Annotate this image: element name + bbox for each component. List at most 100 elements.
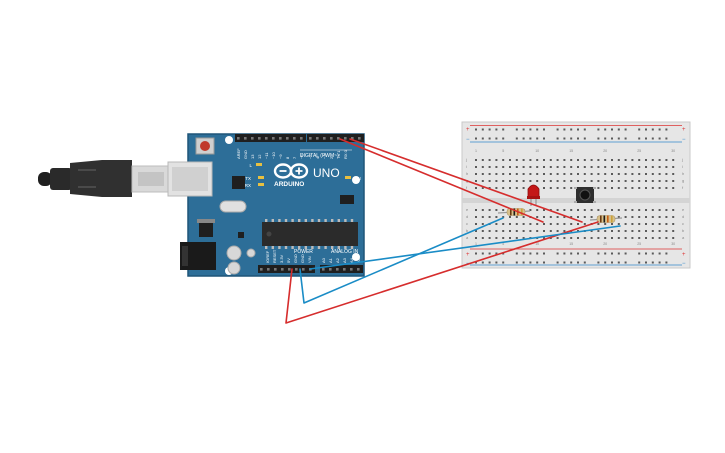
rail-hole[interactable]	[577, 128, 579, 131]
digital-pin[interactable]	[337, 137, 340, 140]
terminal-hole[interactable]	[563, 187, 566, 189]
terminal-hole[interactable]	[556, 187, 559, 189]
terminal-hole[interactable]	[617, 187, 620, 189]
terminal-hole[interactable]	[665, 187, 668, 189]
terminal-hole[interactable]	[672, 237, 675, 239]
terminal-hole[interactable]	[611, 166, 613, 168]
rail-hole[interactable]	[583, 137, 586, 140]
terminal-hole[interactable]	[638, 173, 641, 175]
terminal-hole[interactable]	[502, 173, 505, 175]
rail-hole[interactable]	[529, 261, 532, 264]
terminal-hole[interactable]	[556, 173, 559, 175]
terminal-hole[interactable]	[651, 216, 654, 218]
terminal-hole[interactable]	[522, 159, 525, 161]
rail-hole[interactable]	[475, 252, 477, 255]
terminal-hole[interactable]	[651, 223, 654, 225]
terminal-hole[interactable]	[597, 223, 600, 225]
terminal-hole[interactable]	[563, 223, 566, 225]
rail-hole[interactable]	[638, 261, 641, 264]
terminal-hole[interactable]	[672, 173, 675, 175]
terminal-hole[interactable]	[522, 230, 525, 232]
rail-hole[interactable]	[597, 261, 600, 264]
terminal-hole[interactable]	[672, 166, 675, 168]
terminal-hole[interactable]	[624, 187, 627, 189]
rail-hole[interactable]	[617, 137, 620, 140]
terminal-hole[interactable]	[570, 209, 573, 211]
terminal-hole[interactable]	[583, 223, 586, 225]
terminal-hole[interactable]	[502, 166, 505, 168]
terminal-hole[interactable]	[563, 173, 566, 175]
terminal-hole[interactable]	[604, 237, 607, 239]
rail-hole[interactable]	[570, 261, 573, 264]
terminal-hole[interactable]	[515, 216, 518, 218]
terminal-hole[interactable]	[577, 209, 579, 211]
terminal-hole[interactable]	[611, 223, 613, 225]
rail-hole[interactable]	[604, 137, 607, 140]
terminal-hole[interactable]	[577, 223, 579, 225]
terminal-hole[interactable]	[611, 180, 613, 182]
rail-hole[interactable]	[543, 261, 545, 264]
rail-hole[interactable]	[645, 137, 647, 140]
terminal-hole[interactable]	[515, 159, 518, 161]
terminal-hole[interactable]	[638, 216, 641, 218]
rail-hole[interactable]	[522, 252, 525, 255]
resistor-2[interactable]	[589, 215, 623, 223]
terminal-hole[interactable]	[651, 166, 654, 168]
terminal-hole[interactable]	[645, 180, 647, 182]
digital-pin[interactable]	[265, 137, 268, 140]
rail-hole[interactable]	[481, 252, 484, 255]
digital-pin[interactable]	[237, 137, 240, 140]
terminal-hole[interactable]	[638, 166, 641, 168]
rail-hole[interactable]	[563, 261, 566, 264]
terminal-hole[interactable]	[597, 209, 600, 211]
rail-hole[interactable]	[651, 252, 654, 255]
terminal-hole[interactable]	[665, 216, 668, 218]
power-header[interactable]	[258, 265, 315, 273]
terminal-hole[interactable]	[583, 216, 586, 218]
rail-hole[interactable]	[522, 137, 525, 140]
terminal-hole[interactable]	[604, 173, 607, 175]
terminal-hole[interactable]	[475, 166, 477, 168]
terminal-hole[interactable]	[522, 166, 525, 168]
rail-hole[interactable]	[488, 128, 491, 131]
terminal-hole[interactable]	[495, 216, 498, 218]
terminal-hole[interactable]	[515, 223, 518, 225]
terminal-hole[interactable]	[529, 223, 532, 225]
terminal-hole[interactable]	[597, 230, 600, 232]
terminal-hole[interactable]	[509, 180, 511, 182]
rail-hole[interactable]	[556, 252, 559, 255]
terminal-hole[interactable]	[631, 187, 634, 189]
rail-hole[interactable]	[556, 128, 559, 131]
terminal-hole[interactable]	[658, 187, 661, 189]
terminal-hole[interactable]	[502, 223, 505, 225]
digital-pin[interactable]	[258, 137, 261, 140]
terminal-hole[interactable]	[515, 180, 518, 182]
terminal-hole[interactable]	[502, 209, 505, 211]
rail-hole[interactable]	[570, 128, 573, 131]
rail-hole[interactable]	[583, 261, 586, 264]
terminal-hole[interactable]	[556, 230, 559, 232]
terminal-hole[interactable]	[658, 209, 661, 211]
analog-pin[interactable]	[322, 268, 325, 271]
terminal-hole[interactable]	[638, 237, 641, 239]
terminal-hole[interactable]	[556, 223, 559, 225]
terminal-hole[interactable]	[590, 173, 593, 175]
terminal-hole[interactable]	[624, 173, 627, 175]
rail-hole[interactable]	[488, 252, 491, 255]
terminal-hole[interactable]	[529, 173, 532, 175]
terminal-hole[interactable]	[583, 180, 586, 182]
rail-hole[interactable]	[611, 252, 613, 255]
rail-hole[interactable]	[570, 252, 573, 255]
terminal-hole[interactable]	[529, 159, 532, 161]
terminal-hole[interactable]	[624, 209, 627, 211]
rail-hole[interactable]	[495, 261, 498, 264]
terminal-hole[interactable]	[502, 230, 505, 232]
rail-hole[interactable]	[543, 128, 545, 131]
terminal-hole[interactable]	[645, 237, 647, 239]
rail-hole[interactable]	[475, 128, 477, 131]
rail-hole[interactable]	[658, 137, 661, 140]
terminal-hole[interactable]	[651, 187, 654, 189]
rail-hole[interactable]	[543, 252, 545, 255]
terminal-hole[interactable]	[645, 230, 647, 232]
terminal-hole[interactable]	[570, 223, 573, 225]
